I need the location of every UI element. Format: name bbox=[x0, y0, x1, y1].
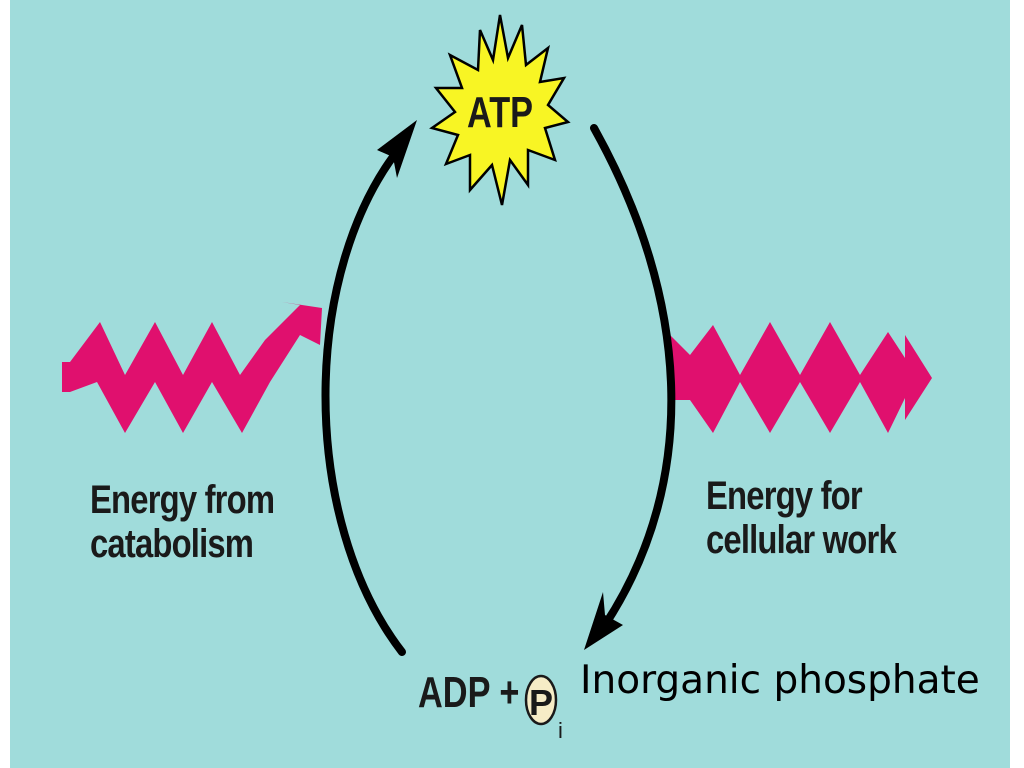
left-label-line2: catabolism bbox=[90, 522, 254, 566]
cycle-arrow-right bbox=[590, 124, 676, 629]
atp-starburst bbox=[429, 14, 571, 206]
arrowhead-down bbox=[584, 592, 623, 650]
phosphate-symbol: P bbox=[529, 682, 553, 723]
right-label-line2: cellular work bbox=[706, 518, 897, 562]
energy-input-arrow bbox=[62, 302, 322, 433]
phosphate-subscript: i bbox=[558, 718, 563, 743]
energy-from-catabolism-label: Energy from catabolism bbox=[90, 478, 275, 566]
right-label-line1: Energy for bbox=[706, 474, 863, 518]
atp-label: ATP bbox=[467, 88, 533, 137]
energy-output-arrow bbox=[670, 322, 932, 433]
energy-for-cellular-work-label: Energy for cellular work bbox=[706, 474, 897, 562]
phosphate-circle bbox=[524, 674, 558, 726]
arrowhead-up bbox=[377, 120, 417, 178]
left-label-line1: Energy from bbox=[90, 478, 275, 522]
inorganic-phosphate-label: Inorganic phosphate bbox=[580, 658, 980, 703]
cycle-arrow-left bbox=[321, 141, 406, 656]
adp-label: ADP + bbox=[418, 668, 520, 717]
